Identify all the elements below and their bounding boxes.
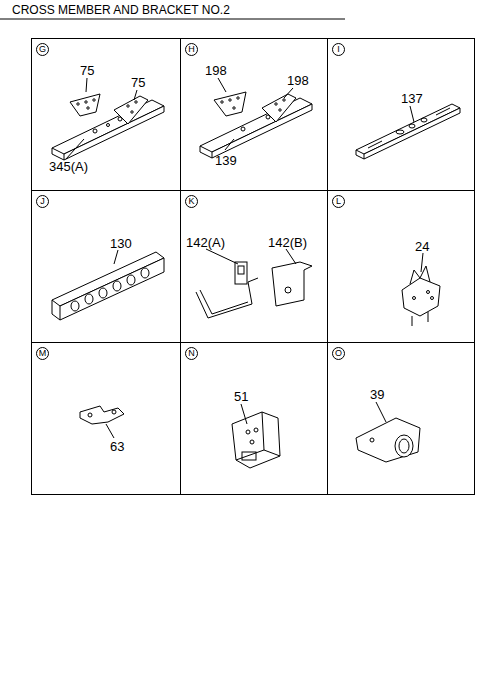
leader-line <box>410 106 414 122</box>
leader-line <box>86 78 87 92</box>
bracket-k <box>196 249 312 318</box>
panel-letter: M <box>36 347 49 360</box>
callout-number: 142(B) <box>268 236 307 249</box>
callout-number: 139 <box>215 154 237 167</box>
callout-number: 24 <box>415 240 429 253</box>
callout-number: 75 <box>80 64 94 77</box>
page-title: CROSS MEMBER AND BRACKET NO.2 <box>12 4 230 16</box>
bracket-n <box>232 404 280 468</box>
leader-line <box>114 250 118 264</box>
callout-number: 75 <box>131 76 145 89</box>
callout-number: 137 <box>401 92 423 105</box>
panel-cell: N <box>180 342 328 495</box>
callout-number: 63 <box>110 440 124 453</box>
leader-line <box>376 402 386 422</box>
bracket-o <box>356 402 420 462</box>
bracket-l <box>402 253 440 326</box>
panel-cell: I <box>327 38 475 191</box>
cross-member-g <box>52 78 164 160</box>
panel-cell: O <box>327 342 475 495</box>
bracket-m <box>80 406 124 438</box>
panel-cell: H <box>180 38 328 191</box>
callout-number: 345(A) <box>49 160 88 173</box>
callout-number: 51 <box>234 390 248 403</box>
leader-line <box>421 253 423 272</box>
cross-member-i <box>356 104 460 159</box>
leader-line <box>218 78 226 92</box>
panel-letter: I <box>332 43 345 56</box>
panel-letter: L <box>332 195 345 208</box>
cross-member-h <box>200 78 312 158</box>
leader-line <box>225 139 234 150</box>
cross-member-j <box>52 250 164 320</box>
leader-line <box>241 404 247 424</box>
panel-cell: J <box>31 190 181 343</box>
panel-cell: K <box>180 190 328 343</box>
panel-letter: O <box>332 347 345 360</box>
callout-number: 198 <box>287 74 309 87</box>
leader-line <box>284 88 293 98</box>
leader-line <box>66 139 84 159</box>
panel-cell: L <box>327 190 475 343</box>
title-rule <box>0 19 345 20</box>
callout-number: 130 <box>110 237 132 250</box>
callout-number: 142(A) <box>186 236 225 249</box>
leader-line <box>134 90 137 100</box>
panel-letter: J <box>36 195 49 208</box>
leader-line <box>206 249 238 264</box>
panel-letter: H <box>185 43 198 56</box>
panel-letter: G <box>36 43 49 56</box>
panel-cell: M <box>31 342 181 495</box>
callout-number: 198 <box>205 64 227 77</box>
callout-number: 39 <box>370 388 384 401</box>
panel-letter: K <box>185 195 198 208</box>
leader-line <box>106 424 114 438</box>
panel-letter: N <box>185 347 198 360</box>
leader-line <box>286 249 296 264</box>
